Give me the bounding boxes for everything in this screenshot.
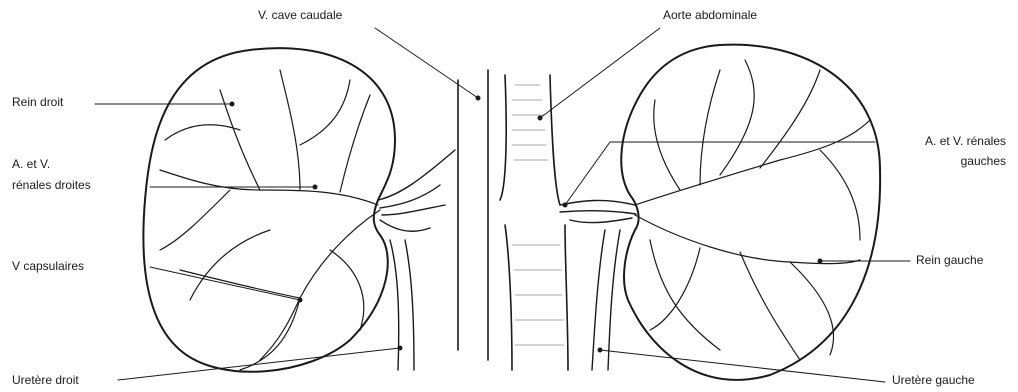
abdominal-aorta — [500, 75, 568, 370]
label-av-renales-gauches-2: gauches — [880, 154, 1006, 168]
left-ureter — [592, 230, 620, 370]
leader-lines — [95, 28, 910, 382]
aorta-texture — [512, 85, 564, 345]
left-kidney-outline — [621, 45, 880, 380]
label-uretere-gauche: Uretère gauche — [892, 373, 975, 387]
label-aorte-abdominale: Aorte abdominale — [663, 8, 757, 22]
label-av-renales-droites-1: A. et V. — [12, 157, 50, 171]
label-rein-droit: Rein droit — [12, 95, 63, 109]
label-v-cave-caudale: V. cave caudale — [258, 8, 342, 22]
right-ureter — [390, 240, 414, 370]
left-renal-hilum — [560, 200, 636, 222]
right-kidney-vessels — [160, 70, 380, 370]
label-v-capsulaires: V capsulaires — [12, 259, 84, 273]
right-kidney-outline — [143, 48, 395, 372]
right-renal-hilum — [378, 150, 455, 231]
left-kidney-vessels — [635, 60, 870, 360]
label-av-renales-gauches-1: A. et V. rénales — [880, 134, 1006, 148]
label-av-renales-droites-2: rénales droites — [12, 178, 91, 192]
vena-cava-caudalis — [458, 70, 488, 360]
label-uretere-droit: Uretère droit — [12, 373, 79, 387]
label-rein-gauche: Rein gauche — [916, 253, 983, 267]
